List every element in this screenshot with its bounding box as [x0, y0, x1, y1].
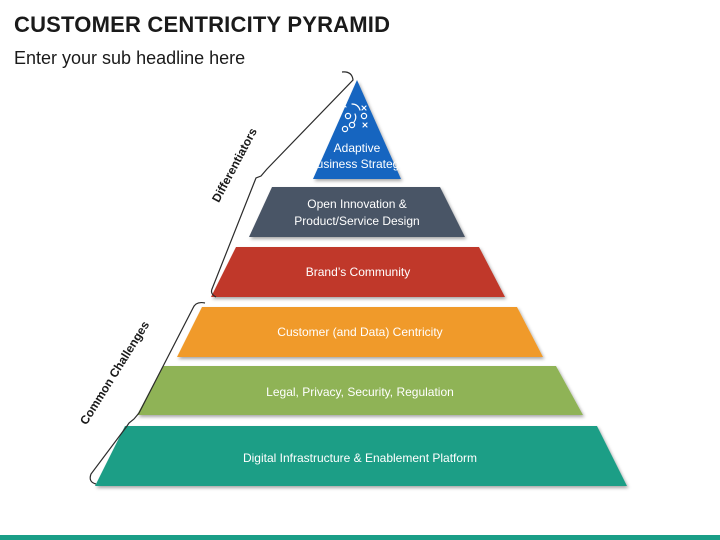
pyramid-level-5-shape: [137, 366, 583, 415]
differentiators-bracket: [210, 71, 354, 298]
level-2-label-line2: Product/Service Design: [294, 214, 419, 228]
pyramid-level-6-shape: [95, 426, 627, 486]
pyramid-level-1-shape: [313, 80, 401, 179]
differentiators-label: Differentiators: [209, 125, 260, 204]
strategy-play-icon: [341, 102, 368, 133]
pyramid-level-digital-infrastructure[interactable]: Digital Infrastructure & Enablement Plat…: [95, 426, 627, 486]
page-subtitle: Enter your sub headline here: [14, 48, 246, 68]
level-1-label-line1: Adaptive: [334, 141, 381, 155]
level-2-label-line1: Open Innovation &: [307, 197, 406, 211]
pyramid-level-brands-community[interactable]: Brand’s Community: [211, 247, 505, 297]
pyramid-level-adaptive-strategy[interactable]: Adaptive Business Strategy: [309, 80, 406, 179]
pyramid-level-4-shape: [177, 307, 543, 357]
level-4-label: Customer (and Data) Centricity: [277, 325, 442, 339]
pyramid-level-2-shape: [249, 187, 465, 237]
common-challenges-bracket: [89, 301, 206, 485]
pyramid-level-legal-privacy[interactable]: Legal, Privacy, Security, Regulation: [137, 366, 583, 415]
pyramid-level-3-shape: [211, 247, 505, 297]
level-5-label: Legal, Privacy, Security, Regulation: [266, 385, 454, 399]
level-6-label: Digital Infrastructure & Enablement Plat…: [243, 451, 477, 465]
level-3-label: Brand’s Community: [306, 265, 410, 279]
level-1-label-line2: Business Strategy: [309, 157, 406, 171]
page-title: CUSTOMER CENTRICITY PYRAMID: [14, 12, 391, 37]
pyramid-level-customer-centricity[interactable]: Customer (and Data) Centricity: [177, 307, 543, 357]
footer-accent-bar: [0, 535, 720, 540]
pyramid-level-open-innovation[interactable]: Open Innovation & Product/Service Design: [249, 187, 465, 237]
